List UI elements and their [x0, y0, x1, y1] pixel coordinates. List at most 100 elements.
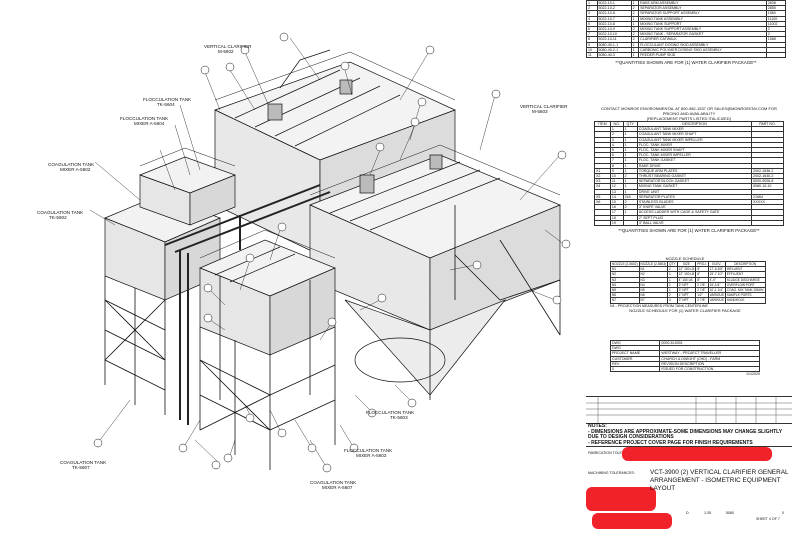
redaction-logo [586, 487, 656, 511]
note-1: - DIMENSIONS ARE APPROXIMATE-SOME DIMENS… [588, 428, 783, 441]
mid-bom-header: CONTACT MONROE ENVIRONMENTAL AT 800-982-… [601, 106, 777, 116]
coagulation-tank-tk5602 [104, 156, 236, 301]
size-value: D [686, 511, 689, 515]
table-cell: 5022-10-5 [596, 10, 632, 17]
table-cell [622, 219, 638, 227]
dwg-number: 5080 [726, 511, 734, 515]
table-cell: 3" BALL VALVE [636, 219, 753, 227]
notes-label: NOTES: [588, 423, 607, 429]
column-header: PART NO. [751, 120, 784, 128]
column-header: DESCRIPTION [724, 260, 766, 268]
table-cell: 5080-40-1-1 [596, 41, 632, 48]
table-cell: SAMPLE PORTS [724, 292, 766, 299]
table-cell: N7 [610, 297, 640, 304]
redaction-company [622, 447, 772, 461]
table-cell: 11 [586, 52, 598, 59]
drawing-title-line2: ARRANGEMENT - ISOMETRIC EQUIPMENT LAYOUT [650, 477, 781, 492]
table-cell: 5022-10-11 [596, 36, 632, 43]
mid-bom-note: **QUANTITIES SHOWN ARE FOR (1) WATER CLA… [618, 228, 760, 234]
table-cell: COAGULANT TANK MIXER SHAFT [636, 131, 753, 138]
table-cell: 5080-40-2-1 [596, 46, 632, 54]
table-cell: 5022-10-8 [596, 20, 632, 28]
column-header: QTY [622, 120, 638, 128]
top-railings [139, 51, 561, 259]
info-date: 1/1/2020 [746, 372, 760, 377]
rev-value: 0 [782, 511, 784, 515]
mid-bom: CONTACT MONROE ENVIRONMENTAL AT 800-982-… [594, 106, 784, 235]
table-cell: 19 [609, 219, 624, 227]
drawing-title-line1: VCT-3900 (2) VERTICAL CLARIFIER GENERAL [650, 469, 789, 476]
table-cell: 5080-40-3 [596, 52, 632, 59]
table-cell: 1 [630, 52, 640, 59]
table-cell: 2 7/8" [695, 281, 709, 289]
revision-grid-svg [586, 397, 792, 423]
clarifier-m5603-structure [309, 154, 561, 396]
table-cell: N7 [638, 297, 669, 304]
column-header: ITEM [594, 120, 611, 128]
table-cell: 2 7/8" [695, 286, 709, 294]
table-cell: 5080-10-10 [751, 183, 784, 190]
redaction-signature [592, 513, 672, 529]
table-cell: ACCESS LADDER WITH CAGE & SAFETY GATE [636, 209, 753, 216]
mid-bom-header2: (REPLACEMENT PARTS LISTED ITALICIZED) [646, 116, 732, 121]
fab-tolerances-label: FABRICATION TOLERANCES: [588, 451, 638, 455]
column-header: NOZZLE (2-5603) [638, 260, 669, 268]
table-cell: COAGULANT TANK MIXER IMPELLER [636, 136, 753, 143]
catwalk-rails [164, 184, 331, 425]
table-cell: CHURCH & DWIGHT (CHD) - FARM [659, 355, 760, 362]
nozzle-schedule: NOZZLE SCHEDULE NOZZLE (2-5602)NOZZLE (2… [610, 256, 766, 313]
table-cell: 11002 [765, 20, 787, 28]
table-cell: 15'-1/4" [707, 281, 726, 289]
table-cell: VARIOUS [707, 292, 726, 299]
table-cell [594, 219, 611, 227]
column-header: ELEV. [707, 260, 726, 268]
table-cell: 17'-6 3/8" [707, 266, 726, 273]
notes-block: NOTES: - DIMENSIONS ARE APPROXIMATE-SOME… [588, 423, 788, 446]
table-cell: ISSUED FOR CONSTRUCTION [659, 365, 760, 373]
table-cell: PROJECT NAME [609, 350, 661, 357]
column-header: PROJ. [695, 260, 709, 268]
table-cell: 5022-10-2 [596, 5, 632, 12]
column-header: QTY [667, 260, 678, 268]
table-cell: HANDHOLE [724, 297, 766, 304]
top-bom-note: **QUANTITIES SHOWN ARE FOR (1) WATER CLA… [615, 60, 757, 66]
equipment-isometric-svg [89, 32, 571, 473]
table-cell: FEEDER PUMP SKID [638, 52, 767, 59]
table-cell: WESTWAY - PROJECT TRAVELLER [659, 350, 760, 357]
nozzle-title: NOZZLE SCHEDULE [665, 256, 705, 261]
column-header: NOZZLE (2-5602) [610, 260, 640, 268]
note-2: - REFERENCE PROJECT COVER PAGE FOR FINIS… [588, 439, 753, 446]
table-cell: SLUDGE DISCHARGE [724, 276, 766, 283]
table-cell: 1/2" [695, 292, 709, 299]
table-cell [765, 52, 787, 59]
leader-lines [89, 37, 566, 466]
table-cell: 4 [667, 297, 678, 304]
table-cell: 5022-10-1 [596, 0, 632, 7]
table-cell: COAG. MIX TANK DRAIN [724, 286, 766, 294]
table-cell: OVERFLOW PORT [724, 281, 766, 289]
flocculation-tank-tk5603 [199, 239, 336, 356]
column-header: DESCRIPTION [636, 120, 753, 128]
